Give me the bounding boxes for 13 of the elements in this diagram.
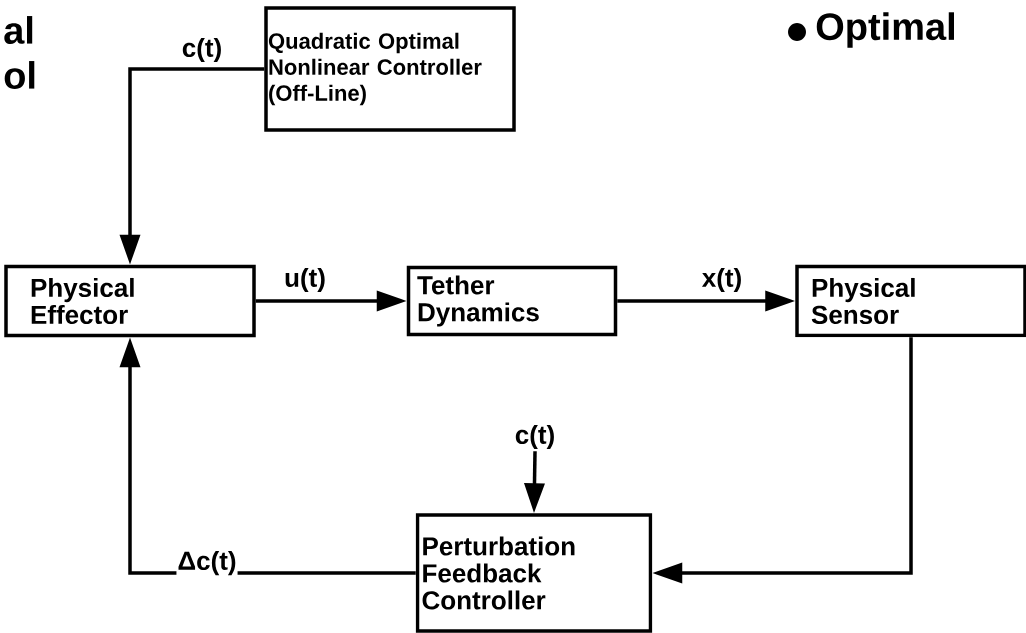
edge-label: x(t) bbox=[700, 266, 744, 294]
process-box: Physical Sensor bbox=[795, 264, 1026, 338]
process-box: Quadratic Optimal Nonlinear Controller (Off-Line) bbox=[264, 6, 516, 132]
edge-label: u(t) bbox=[283, 266, 327, 294]
heading-text: Optimal bbox=[816, 12, 954, 48]
process-box: Perturbation Feedback Controller bbox=[415, 513, 653, 633]
signal-label: c(t) bbox=[515, 424, 554, 450]
heading-text: ol bbox=[4, 61, 35, 89]
process-box: Physical Effector bbox=[4, 264, 256, 338]
process-box: Tether Dynamics bbox=[406, 265, 618, 337]
edge-label: Δc(t) bbox=[176, 549, 238, 577]
edge-label: c(t) bbox=[180, 36, 224, 64]
heading-text: al bbox=[4, 16, 33, 44]
